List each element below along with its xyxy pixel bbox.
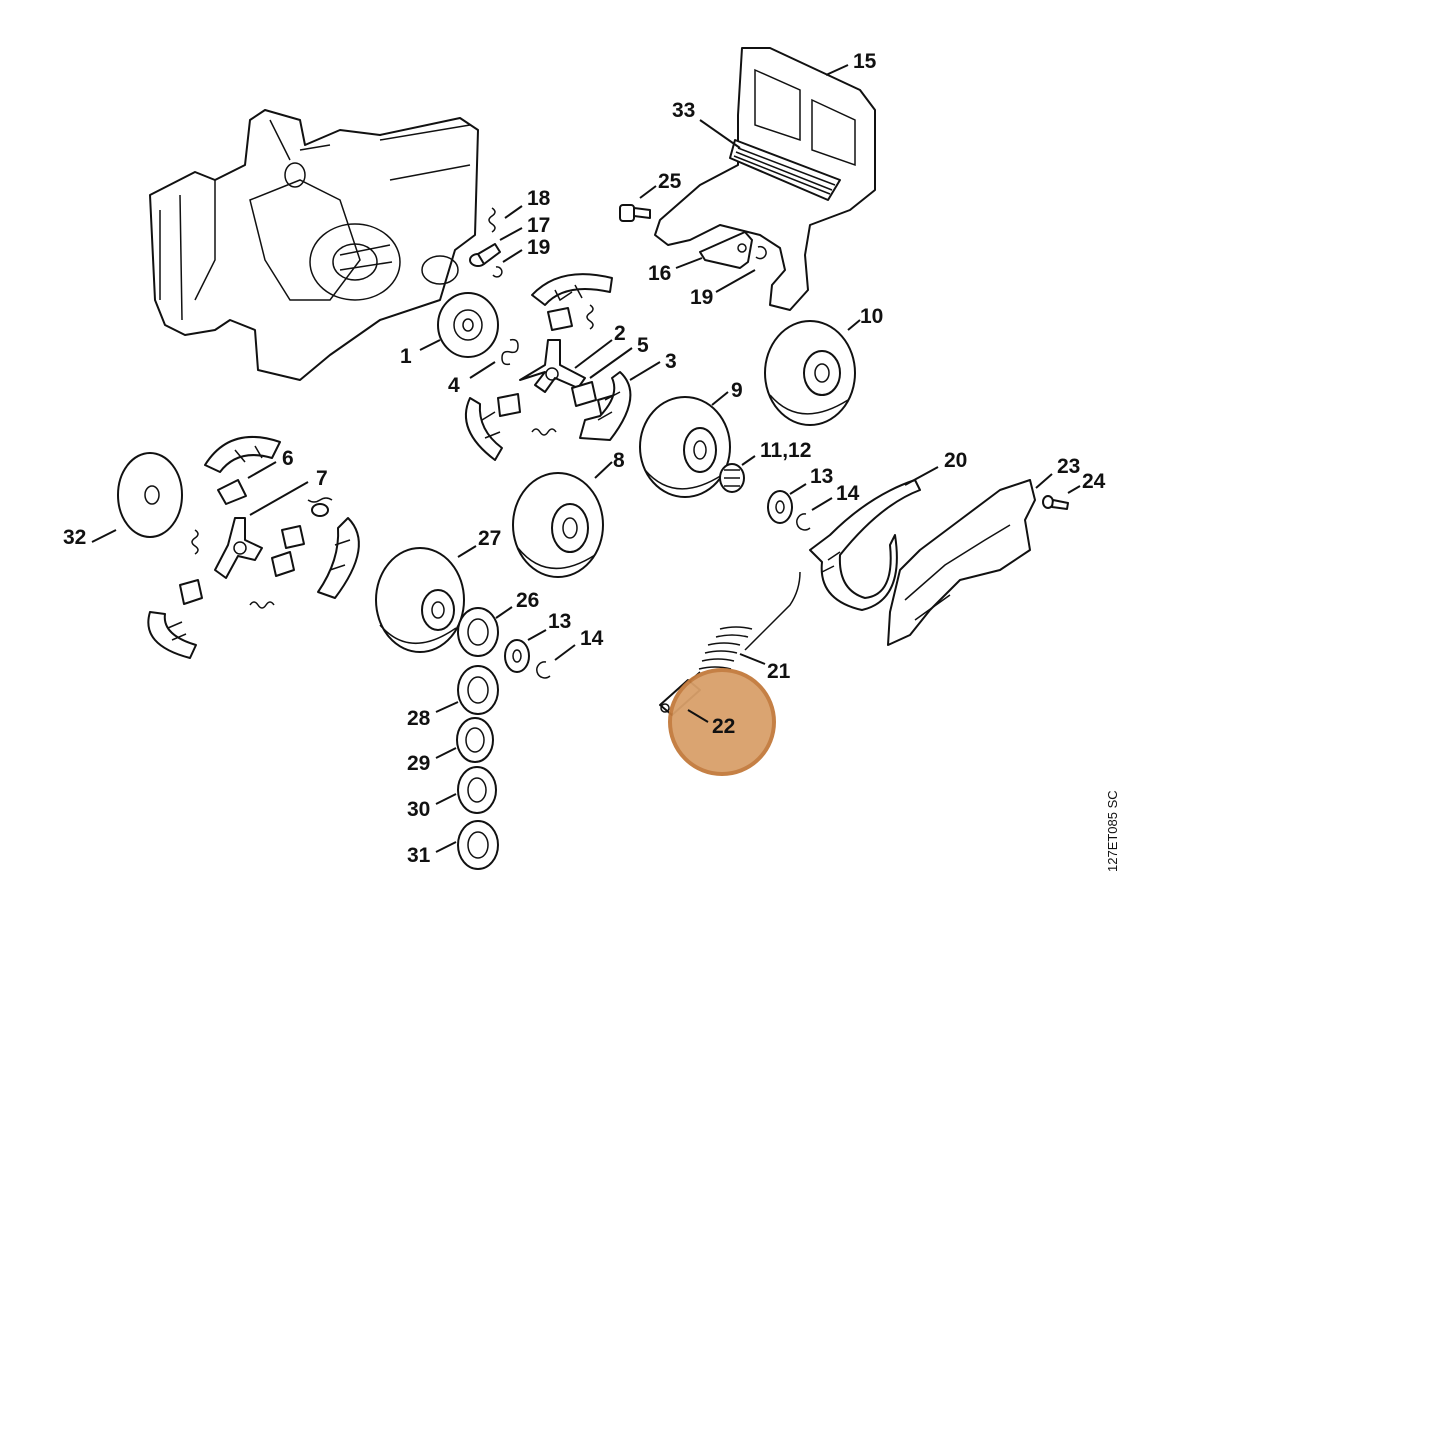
drawing-code: 127ET085 SC <box>1105 790 1120 872</box>
rim-sprocket-28 <box>457 665 499 715</box>
highlight-circle <box>668 668 776 776</box>
clutch-drum-27 <box>375 547 465 653</box>
spring-small-a <box>586 304 594 330</box>
callout-13-lower: 13 <box>548 610 571 633</box>
callout-8: 8 <box>613 449 625 472</box>
leader-lines <box>91 64 1081 853</box>
clutch-carrier-2 <box>519 339 586 393</box>
bearing-11-12 <box>719 463 745 493</box>
shoe-block-a <box>547 307 573 331</box>
callout-33: 33 <box>672 99 695 122</box>
pin-25 <box>619 204 651 222</box>
callout-10: 10 <box>860 305 883 328</box>
shoe-block-d <box>179 579 203 605</box>
spring-18 <box>488 207 496 233</box>
spring-left-b <box>249 601 275 609</box>
callout-6: 6 <box>282 447 294 470</box>
callout-25: 25 <box>658 170 682 193</box>
clutch-shoe-bottom-left <box>147 611 197 659</box>
callout-18: 18 <box>527 187 551 210</box>
clutch-drum-8 <box>512 472 604 578</box>
chain-sprocket-cover-23 <box>887 479 1036 646</box>
washer-13-lower <box>504 639 530 673</box>
circlip-14-upper <box>796 513 811 531</box>
rim-sprocket-26 <box>457 607 499 657</box>
lever-16 <box>699 231 753 269</box>
clutch-drum-10 <box>764 320 856 426</box>
callout-30: 30 <box>407 798 430 821</box>
spring-7 <box>307 497 333 517</box>
clutch-shoe-right-7 <box>317 517 360 599</box>
clutch-shoe-left <box>465 397 503 461</box>
washer-13-upper <box>767 490 793 524</box>
rim-sprocket-30 <box>457 766 497 814</box>
callout-28: 28 <box>407 707 431 730</box>
callout-7: 7 <box>316 467 328 490</box>
callout-14-lower: 14 <box>580 627 604 650</box>
callout-14-upper: 14 <box>836 482 860 505</box>
rim-sprocket-29 <box>456 717 494 763</box>
shoe-block-c <box>271 525 305 577</box>
washer-32 <box>117 452 183 538</box>
callout-20: 20 <box>944 449 967 472</box>
callout-26: 26 <box>516 589 539 612</box>
shoe-part-6b <box>217 479 247 505</box>
callout-17: 17 <box>527 214 550 237</box>
circlip-14-lower <box>536 661 551 679</box>
clutch-shoe-3 <box>579 371 632 441</box>
callout-27: 27 <box>478 527 501 550</box>
callout-24: 24 <box>1082 470 1106 493</box>
engine-housing <box>149 109 479 381</box>
callout-16: 16 <box>648 262 671 285</box>
callout-9: 9 <box>731 379 743 402</box>
clutch-drum-9 <box>639 396 731 498</box>
callout-31: 31 <box>407 844 431 867</box>
spring-left-a <box>191 529 199 555</box>
hand-guard <box>654 47 876 311</box>
callout-13-upper: 13 <box>810 465 833 488</box>
callout-19-lower: 19 <box>690 286 713 309</box>
part-17 <box>469 243 501 267</box>
callout-11-12: 11,12 <box>760 439 811 462</box>
callout-4: 4 <box>448 374 460 397</box>
rim-sprocket-31 <box>457 820 499 870</box>
circlip-19b <box>755 245 767 260</box>
callout-19-upper: 19 <box>527 236 550 259</box>
spring-4 <box>501 338 519 366</box>
callout-1: 1 <box>400 345 412 368</box>
callout-5: 5 <box>637 334 649 357</box>
washer-1 <box>437 292 499 358</box>
callout-21: 21 <box>767 660 791 683</box>
circlip-19a <box>492 266 503 278</box>
shoe-block-b <box>497 393 521 417</box>
clutch-shoe-top <box>531 273 613 306</box>
callout-3: 3 <box>665 350 677 373</box>
clutch-carrier-7 <box>214 517 263 579</box>
highlight-label-22: 22 <box>712 715 735 738</box>
callout-23: 23 <box>1057 455 1080 478</box>
screw-24 <box>1042 495 1069 510</box>
callout-32: 32 <box>63 526 86 549</box>
callout-2: 2 <box>614 322 626 345</box>
callout-15: 15 <box>853 50 877 73</box>
callout-labels: 1 2 3 4 5 6 7 8 9 10 11,12 13 13 14 14 1… <box>63 50 1106 867</box>
clutch-shoe-6 <box>204 435 281 473</box>
spring-small-b <box>531 428 557 436</box>
callout-29: 29 <box>407 752 430 775</box>
